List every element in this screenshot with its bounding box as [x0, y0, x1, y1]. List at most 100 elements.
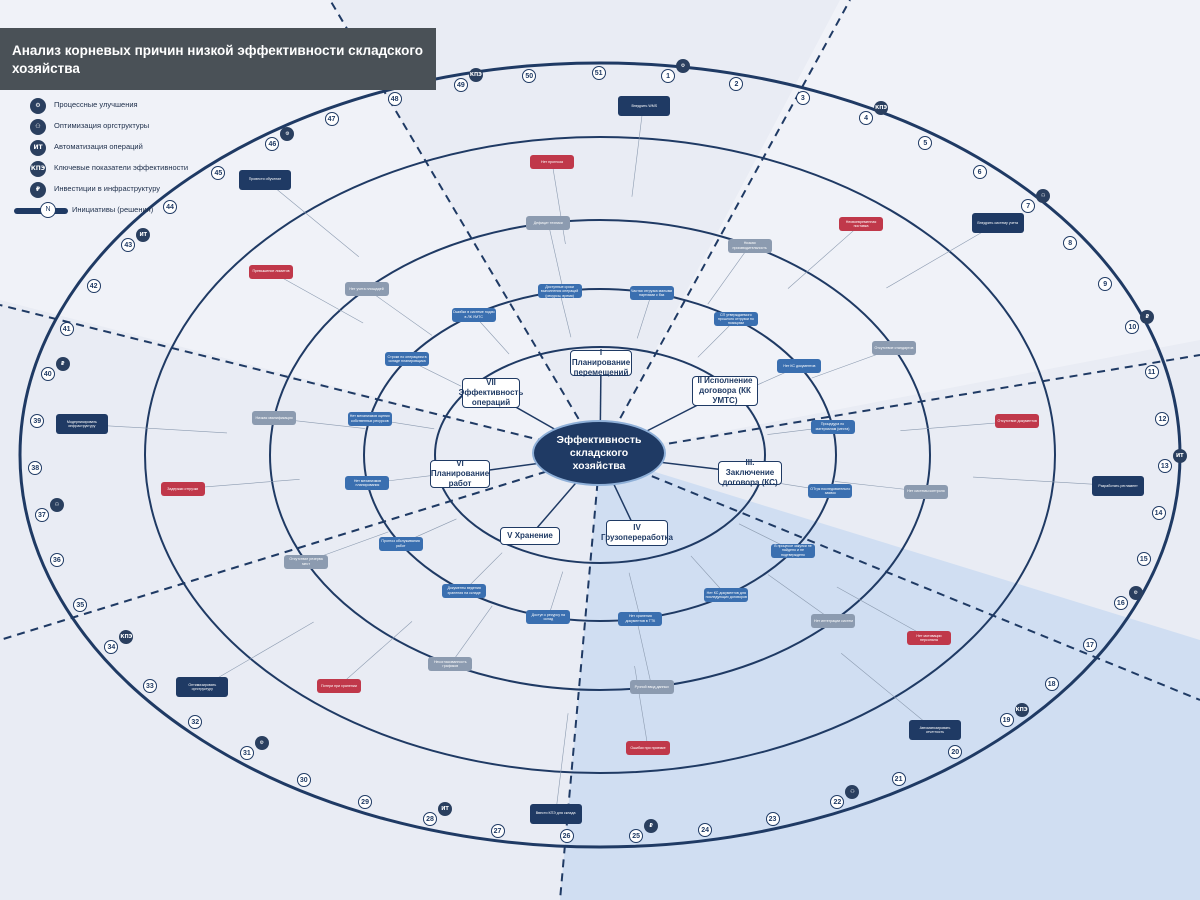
- cause-node: СП утверждаемого прошлого отгрузки по по…: [713, 312, 758, 327]
- problem-node: Превышение лимитов: [249, 264, 293, 279]
- gear-icon: ⚙: [280, 126, 295, 141]
- sector-divider-4: [599, 354, 1200, 456]
- initiative-node: Ввести КПЭ для склада: [529, 803, 582, 824]
- initiative-number: 49: [453, 77, 468, 92]
- initiative-number: 30: [296, 773, 311, 788]
- cause-node: Процедура по материалам (места): [810, 419, 855, 434]
- initiative-number: 1: [661, 68, 676, 83]
- legend: ⚙Процессные улучшения⚇Оптимизация оргстр…: [8, 96, 208, 222]
- cause-node: Нет механизмов планирования: [345, 476, 390, 491]
- node-connector: [767, 574, 834, 622]
- initiative-number: 28: [423, 812, 437, 827]
- it-icon: ИТ: [136, 227, 151, 242]
- initiative-number: 13: [1157, 458, 1172, 473]
- cause-node: Нет системы контроля: [903, 484, 948, 499]
- cause-node: Несогласованность графиков: [428, 657, 473, 672]
- org-icon: ⚇: [845, 784, 860, 799]
- ruble-icon: ₽: [644, 819, 659, 834]
- initiative-number: 17: [1082, 638, 1097, 653]
- legend-label: Оптимизация оргструктуры: [54, 121, 150, 130]
- org-icon: ⚇: [1036, 188, 1051, 203]
- initiative-number: 38: [28, 460, 43, 475]
- node-connector: [450, 605, 493, 665]
- initiative-number: 2: [729, 77, 744, 92]
- cause-node: Документы ведения хранения на складе: [442, 583, 487, 598]
- initiative-number: 39: [30, 413, 45, 428]
- kpi-icon: КПЭ: [119, 629, 134, 644]
- initiative-number: 44: [163, 200, 178, 215]
- section-vii: VII Эффективность операций: [458, 378, 524, 408]
- cause-node: Нет КС документов: [777, 359, 822, 374]
- initiative-number: 16: [1113, 596, 1128, 611]
- cause-node: Ошибки в системе подач в ЛК УМТС: [451, 307, 496, 322]
- ring-5: [434, 346, 766, 564]
- node-connector: [636, 622, 653, 688]
- cause-node: Низкая квалификация: [252, 411, 297, 426]
- ring-4: [363, 288, 837, 622]
- initiative-number: 21: [891, 772, 906, 787]
- ring-2: [144, 136, 1056, 774]
- legend-item: ⚙Процессные улучшения: [8, 96, 208, 116]
- initiative-number-icon: N: [40, 202, 56, 218]
- initiative-number: 23: [765, 811, 780, 826]
- cause-node: Отсутствие стандартов: [871, 341, 916, 356]
- node-connector: [841, 653, 936, 731]
- cause-node: Нет КС документов для последующих догово…: [704, 588, 749, 603]
- kpi-icon: КПЭ: [30, 161, 46, 177]
- ruble-icon: ₽: [30, 182, 46, 198]
- initiative-number: 25: [629, 829, 644, 844]
- light-wedge-top-right: [600, 0, 1200, 455]
- initiative-number: 32: [188, 714, 203, 729]
- initiative-number: 18: [1044, 677, 1059, 692]
- initiative-number: 4: [859, 111, 874, 126]
- node-connector: [264, 179, 359, 257]
- section-iv: IV Грузопереработка: [601, 520, 673, 546]
- section-v: V Хранение: [500, 527, 560, 545]
- problem-node: Нет мотивации персонала: [906, 631, 951, 646]
- node-connector: [366, 288, 433, 336]
- initiative-number: 35: [73, 597, 88, 612]
- problem-node: Отсутствие документов: [995, 414, 1040, 429]
- initiative-number: 45: [211, 166, 226, 181]
- initiative-number: 36: [49, 553, 64, 568]
- legend-item-initiative: N Инициативы (решения): [8, 201, 208, 221]
- section-vi: VI Планирование работ: [430, 459, 490, 488]
- cause-node: Низкая производительность: [727, 238, 772, 253]
- it-icon: ИТ: [30, 140, 46, 156]
- light-wedge-top-left: [0, 0, 600, 455]
- cause-node: Доступ к ресурсу на склад: [526, 609, 571, 624]
- initiative-number: 48: [387, 92, 402, 107]
- node-connector: [338, 621, 413, 687]
- cause-node: Строки по операциям в складе планировщик…: [385, 352, 430, 367]
- initiative-number: 37: [34, 507, 49, 522]
- gear-icon: ⚙: [254, 736, 269, 751]
- sector-divider-6: [559, 454, 601, 900]
- initiative-node: Разработать регламент: [1092, 475, 1145, 496]
- problem-node: Ошибки при приемке: [626, 741, 671, 756]
- initiative-number: 8: [1063, 236, 1078, 251]
- initiative-number: 43: [121, 237, 136, 252]
- node-connector: [555, 713, 569, 814]
- problem-node: Несвоевременная поставка: [839, 216, 884, 231]
- org-icon: ⚇: [49, 497, 64, 512]
- node-connector: [270, 271, 364, 324]
- node-connector: [787, 223, 862, 289]
- initiative-node: Автоматизировать отчетность: [908, 720, 961, 741]
- problem-node: Задержки отгрузки: [160, 481, 205, 496]
- legend-label: Инициативы (решения): [72, 205, 154, 214]
- cause-node: Нет механизмов оценки собственных ресурс…: [347, 411, 392, 426]
- kpi-icon: КПЭ: [1014, 703, 1029, 718]
- cause-node: ОТгрк последовательно заявок: [808, 484, 853, 499]
- node-connector: [548, 571, 564, 618]
- initiative-number: 27: [490, 823, 505, 838]
- node-connector: [202, 621, 314, 688]
- initiative-number: 5: [918, 135, 933, 150]
- initiative-number: 33: [142, 678, 157, 693]
- cause-node: Прогноз обслуживания работ: [378, 536, 423, 551]
- initiative-number: 9: [1098, 276, 1113, 291]
- initiative-number: 47: [324, 111, 339, 126]
- initiative-number: 19: [999, 713, 1014, 728]
- initiative-node: Оптимизировать оргструктуру: [176, 676, 229, 697]
